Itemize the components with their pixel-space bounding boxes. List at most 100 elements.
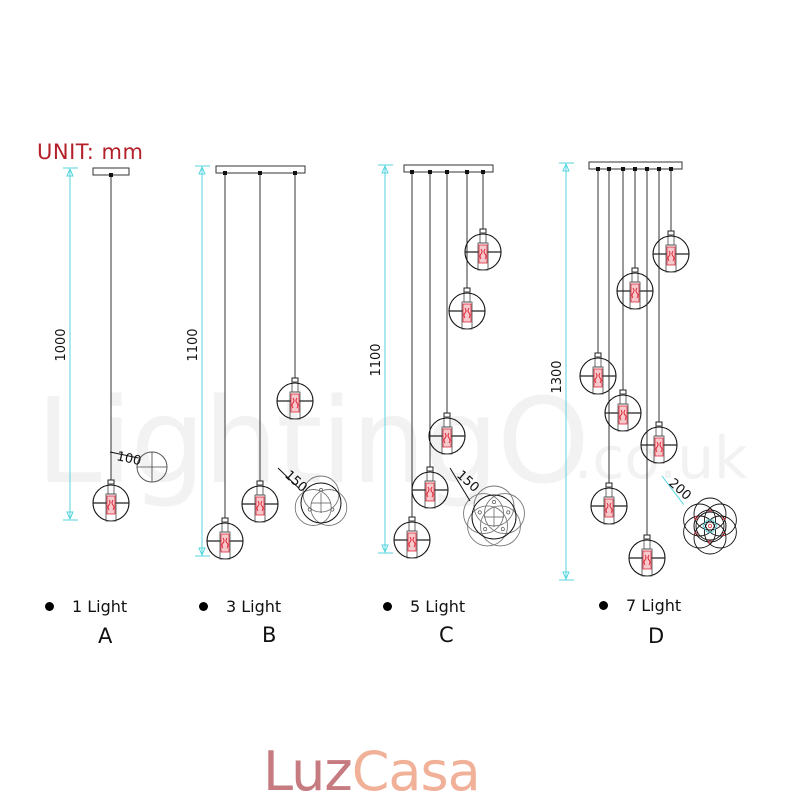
fitting bbox=[655, 421, 663, 427]
diameter-label: 200 bbox=[665, 476, 693, 504]
unit-label: UNIT: mm bbox=[37, 140, 144, 164]
bulb-holder bbox=[629, 281, 641, 310]
pendant-drop bbox=[616, 167, 654, 310]
pendant-drop bbox=[652, 167, 690, 273]
pendant-drop bbox=[464, 170, 502, 271]
bulb-holder bbox=[219, 531, 231, 560]
cable-grip bbox=[465, 170, 469, 174]
bulb-icon bbox=[442, 428, 452, 448]
cable-grip bbox=[633, 167, 637, 171]
bulb-icon bbox=[425, 482, 435, 502]
bulb-icon bbox=[255, 496, 265, 516]
height-dimension bbox=[559, 162, 574, 581]
diameter-label: 150 bbox=[453, 468, 481, 496]
filament-icon bbox=[479, 248, 487, 260]
legend-item-d: 7 Light bbox=[599, 596, 681, 615]
bulb-icon bbox=[604, 498, 614, 518]
height-dimension bbox=[63, 167, 78, 521]
bulb-icon bbox=[478, 244, 488, 264]
bulb-holder bbox=[477, 242, 489, 271]
pendant-drop bbox=[640, 167, 678, 464]
brand-logo-part2: Casa bbox=[351, 740, 481, 803]
bulb-holder bbox=[617, 403, 629, 432]
bulb-holder bbox=[641, 548, 653, 577]
bulb-icon bbox=[630, 283, 640, 303]
filament-icon bbox=[605, 502, 613, 514]
pendant-drop bbox=[579, 167, 617, 395]
bulb-holder bbox=[289, 391, 301, 420]
pendant-drop bbox=[276, 171, 314, 420]
cable-grip bbox=[481, 170, 485, 174]
pendant-drop bbox=[604, 167, 642, 432]
bullet-icon bbox=[45, 602, 54, 611]
fitting bbox=[605, 482, 613, 488]
diameter-label: 100 bbox=[115, 449, 142, 469]
bulb-icon bbox=[593, 368, 603, 388]
bulb-icon bbox=[407, 532, 417, 552]
filament-icon bbox=[291, 397, 299, 409]
fitting bbox=[443, 412, 451, 418]
legend-item-c: 5 Light bbox=[383, 597, 465, 616]
bullet-icon bbox=[199, 602, 208, 611]
bulb-holder bbox=[461, 301, 473, 330]
bulb-icon bbox=[220, 533, 230, 553]
legend-label: 1 Light bbox=[72, 597, 128, 616]
diameter-leader bbox=[277, 467, 300, 489]
fitting bbox=[221, 517, 229, 523]
cable-grip bbox=[223, 171, 227, 175]
filament-icon bbox=[426, 486, 434, 498]
bulb-icon bbox=[106, 495, 116, 515]
filament-icon bbox=[443, 432, 451, 444]
pendant-drop bbox=[428, 170, 466, 455]
fitting bbox=[667, 230, 675, 236]
cable-grip bbox=[645, 167, 649, 171]
height-label: 1000 bbox=[54, 328, 69, 361]
legend-label: 5 Light bbox=[410, 597, 466, 616]
bulb-holder bbox=[424, 480, 436, 509]
bulb-holder bbox=[406, 530, 418, 559]
brand-logo: LuzCasa bbox=[263, 740, 481, 803]
fitting bbox=[631, 267, 639, 273]
cable-grip bbox=[621, 167, 625, 171]
plan-view bbox=[683, 497, 737, 555]
cable-grip bbox=[596, 167, 600, 171]
fitting bbox=[479, 228, 487, 234]
height-label: 1100 bbox=[186, 328, 201, 361]
bulb-icon bbox=[666, 246, 676, 266]
bulb-holder bbox=[603, 496, 615, 525]
pendant-drop bbox=[92, 173, 130, 522]
filament-icon bbox=[655, 441, 663, 453]
filament-icon bbox=[408, 536, 416, 548]
cable-grip bbox=[293, 171, 297, 175]
legend-label: 7 Light bbox=[626, 596, 682, 615]
filament-icon bbox=[667, 250, 675, 262]
fitting bbox=[426, 466, 434, 472]
filament-icon bbox=[631, 287, 639, 299]
watermark-text: LightingO bbox=[36, 372, 590, 510]
plan-view bbox=[463, 485, 525, 547]
cable-grip bbox=[657, 167, 661, 171]
filament-icon bbox=[256, 500, 264, 512]
fitting bbox=[643, 534, 651, 540]
filament-icon bbox=[221, 537, 229, 549]
fitting bbox=[291, 377, 299, 383]
cable-grip bbox=[258, 171, 262, 175]
pendant-drop bbox=[411, 170, 449, 509]
bulb-holder bbox=[441, 426, 453, 455]
cable-grip bbox=[445, 170, 449, 174]
bullet-icon bbox=[383, 602, 392, 611]
fitting bbox=[107, 479, 115, 485]
fitting bbox=[408, 516, 416, 522]
cable-grip bbox=[428, 170, 432, 174]
plan-view bbox=[136, 451, 168, 483]
variant-letter-b: B bbox=[262, 623, 277, 647]
variant-letter-c: C bbox=[439, 623, 454, 647]
pendant-drop bbox=[448, 170, 486, 330]
cable-grip bbox=[109, 173, 113, 177]
filament-icon bbox=[643, 554, 651, 566]
filament-icon bbox=[463, 307, 471, 319]
